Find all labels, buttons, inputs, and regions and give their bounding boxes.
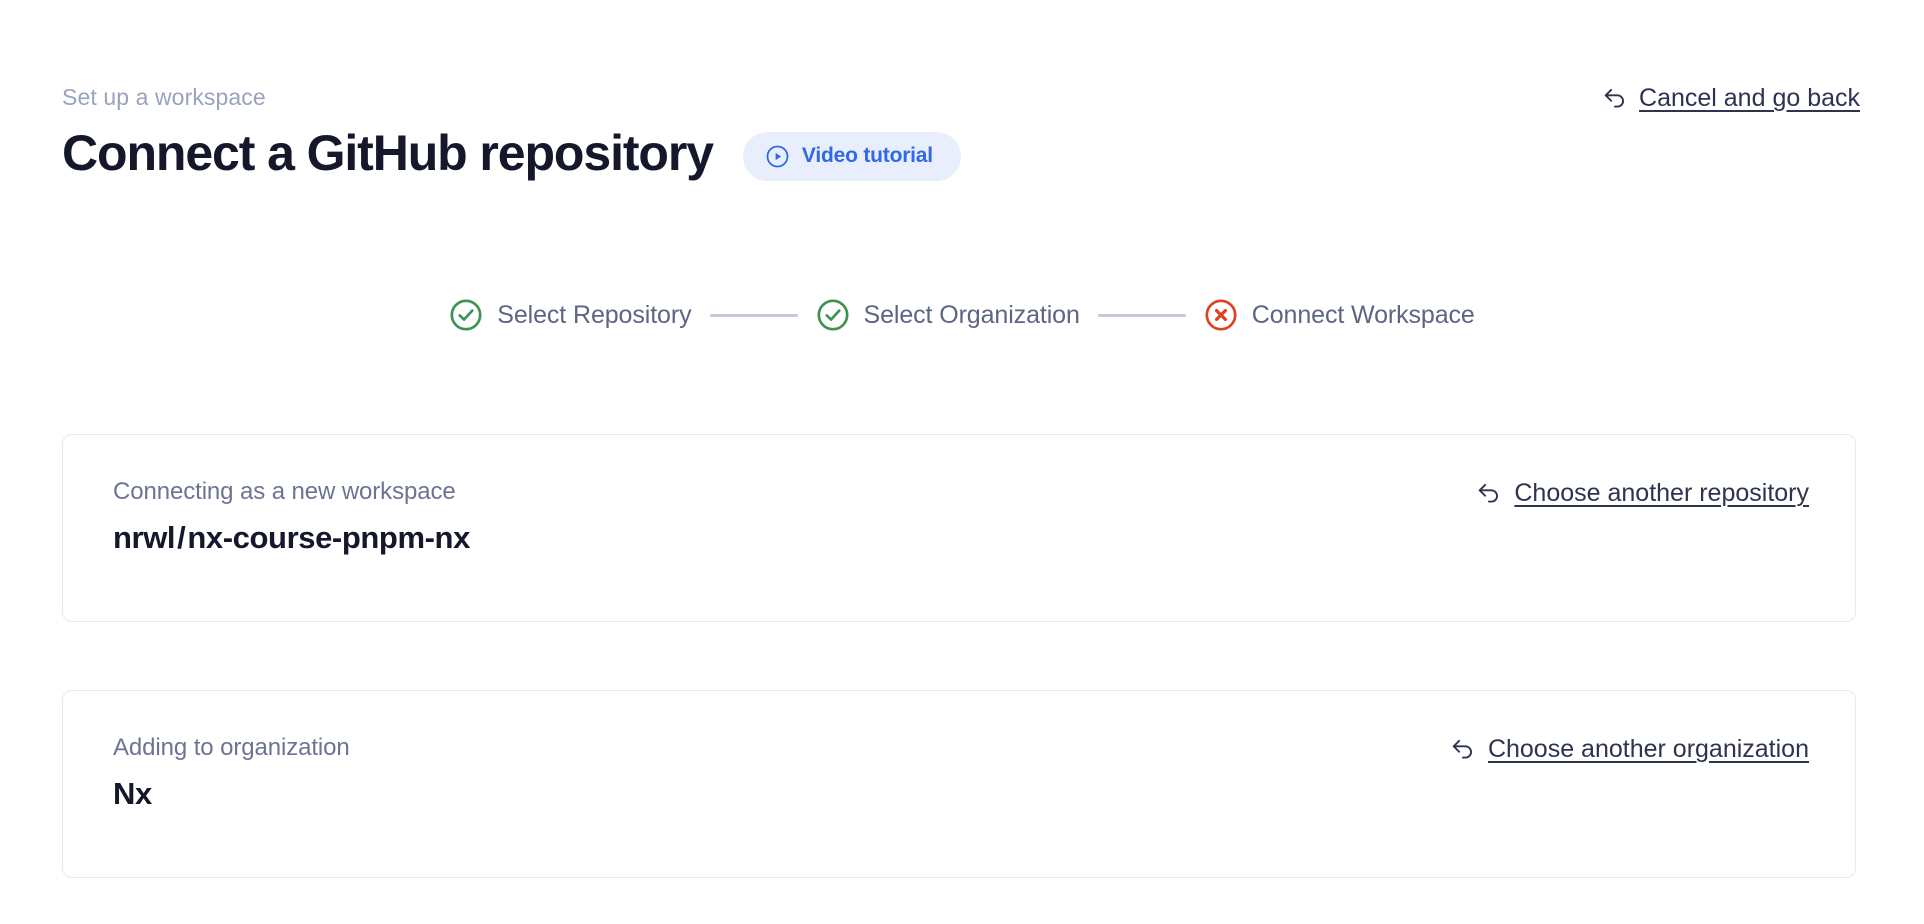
cancel-and-go-back-label: Cancel and go back xyxy=(1639,84,1860,112)
play-circle-icon xyxy=(765,144,790,169)
choose-another-organization-label: Choose another organization xyxy=(1487,735,1809,763)
arrow-uturn-left-icon xyxy=(1475,480,1502,507)
repository-owner: nrwl xyxy=(113,520,176,555)
arrow-uturn-left-icon xyxy=(1449,736,1476,763)
stepper-step-select-organization[interactable]: Select Organization xyxy=(816,298,1080,332)
video-tutorial-label: Video tutorial xyxy=(801,144,933,167)
repository-separator: / xyxy=(177,520,186,555)
video-tutorial-button[interactable]: Video tutorial xyxy=(742,131,961,181)
breadcrumb-eyebrow: Set up a workspace xyxy=(62,84,266,110)
page-header: Set up a workspace Connect a GitHub repo… xyxy=(62,82,1862,183)
choose-another-organization-link[interactable]: Choose another organization xyxy=(1449,733,1809,765)
stepper-label-connect-workspace: Connect Workspace xyxy=(1251,301,1475,329)
choose-another-repository-label: Choose another repository xyxy=(1514,479,1809,507)
choose-another-repository-link[interactable]: Choose another repository xyxy=(1475,477,1809,509)
repository-card-label: Connecting as a new workspace xyxy=(113,478,456,505)
organization-name: Nx xyxy=(113,776,152,811)
repository-name: nx-course-pnpm-nx xyxy=(187,520,470,555)
check-circle-icon xyxy=(449,298,483,332)
cancel-and-go-back-link[interactable]: Cancel and go back xyxy=(1601,82,1860,114)
title-row: Connect a GitHub repository Video tutori… xyxy=(62,123,1862,183)
organization-card-value: Nx xyxy=(113,774,1811,814)
repository-card: Connecting as a new workspace nrwl/nx-co… xyxy=(62,434,1856,622)
stepper-step-select-repository[interactable]: Select Repository xyxy=(449,298,692,332)
stepper-label-select-repository: Select Repository xyxy=(497,301,692,329)
stepper-connector-2 xyxy=(1097,313,1186,317)
stepper-step-connect-workspace[interactable]: Connect Workspace xyxy=(1204,298,1475,332)
stepper-connector-1 xyxy=(709,313,798,317)
progress-stepper: Select Repository Select Organization Co… xyxy=(0,298,1924,332)
arrow-uturn-left-icon xyxy=(1601,85,1628,112)
organization-card: Adding to organization Nx Choose another… xyxy=(62,690,1856,878)
summary-cards: Connecting as a new workspace nrwl/nx-co… xyxy=(62,434,1856,878)
page-title: Connect a GitHub repository xyxy=(62,125,714,181)
stepper-label-select-organization: Select Organization xyxy=(863,301,1080,329)
organization-card-label: Adding to organization xyxy=(113,734,350,761)
x-circle-icon xyxy=(1204,298,1238,332)
check-circle-icon xyxy=(816,298,850,332)
repository-card-value: nrwl/nx-course-pnpm-nx xyxy=(113,518,1811,558)
